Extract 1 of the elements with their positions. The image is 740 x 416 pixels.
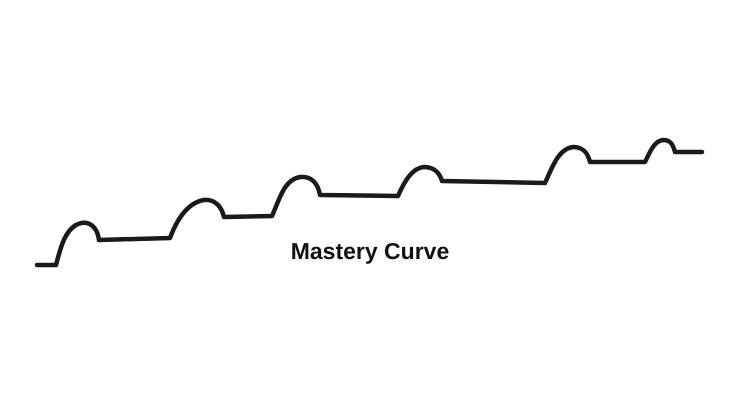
diagram-title: Mastery Curve — [290, 238, 450, 265]
